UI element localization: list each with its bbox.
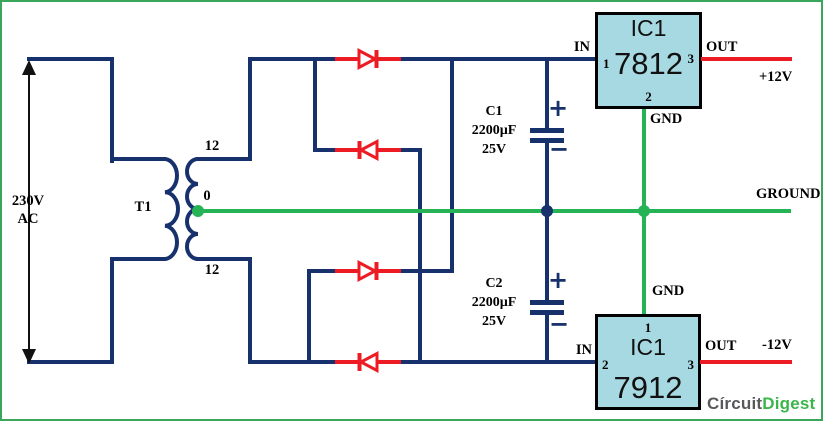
regulator-7912: 1 IC1 7912 2 3	[595, 314, 701, 410]
secondary-tap-center-label: 0	[203, 188, 211, 204]
ic1-part: 7812	[614, 46, 683, 81]
wire-secondary-bottom-riser	[248, 257, 252, 364]
wire-d3-left	[307, 269, 339, 273]
ic2-gnd-label: GND	[652, 283, 685, 299]
ic2-pin-out: 3	[687, 357, 695, 372]
positive-output-label: +12V	[759, 69, 793, 85]
wire-primary-top	[27, 57, 114, 61]
c2-plus-sign: +	[548, 266, 569, 294]
wire-d2-right	[397, 148, 422, 152]
ic1-out-label: OUT	[706, 39, 738, 55]
ic1-gnd-label: GND	[650, 111, 683, 127]
ic1-pin-in: 1	[603, 56, 610, 71]
ground-label: GROUND	[756, 186, 821, 202]
ic2-pin-gnd: 1	[644, 320, 652, 335]
wire-d2-feed	[313, 57, 317, 152]
source-type-label: AC	[17, 211, 39, 227]
circuitdigest-logo: CírcuitDigest	[707, 394, 815, 414]
secondary-tap-bottom-label: 12	[204, 262, 220, 278]
voltage-arrow-line	[28, 64, 30, 352]
c2-plate-top	[530, 300, 564, 305]
c2-voltage: 25V	[481, 314, 507, 329]
wire-d3-right	[397, 269, 454, 273]
wire-negative-bus	[418, 148, 422, 364]
c1-name: C1	[485, 104, 503, 119]
ic1-pin-gnd: 2	[645, 89, 652, 104]
negative-output-label: -12V	[762, 337, 792, 353]
c1-plate-top	[530, 128, 564, 133]
wire-top-rail-left	[248, 57, 337, 61]
c1-plate-bottom	[530, 138, 564, 143]
wire-ground-horizontal	[199, 209, 791, 213]
wire-bottom-rail-right	[397, 360, 597, 364]
wire-negative-output	[700, 360, 792, 364]
logo-digest-text: Digest	[762, 394, 816, 413]
ic2-out-label: OUT	[705, 338, 737, 354]
wire-c2-top	[545, 209, 549, 301]
ic1-name: IC1	[630, 15, 667, 41]
ic1-in-label: IN	[573, 39, 590, 55]
c1-minus-sign: −	[549, 135, 570, 163]
diode-d1	[335, 48, 401, 70]
transformer-name-label: T1	[134, 199, 152, 215]
c1-plus-sign: +	[548, 94, 569, 122]
wire-positive-bus	[450, 57, 454, 273]
regulator-ground-junction-dot	[638, 205, 650, 217]
arrow-up-icon	[22, 60, 36, 75]
wire-bottom-rail-left	[248, 360, 339, 364]
wire-primary-left-lower	[110, 257, 114, 364]
ic2-pin-in: 2	[602, 357, 609, 372]
transformer-primary-coil	[164, 157, 180, 261]
wire-top-rail-right	[397, 57, 597, 61]
wire-d2-left	[313, 148, 339, 152]
arrow-down-icon	[22, 349, 36, 364]
center-tap-junction-dot	[192, 205, 204, 217]
diode-d2	[335, 139, 401, 161]
diode-d4	[335, 351, 401, 373]
ic1-pin-out: 3	[687, 51, 695, 66]
wire-primary-coil-top	[110, 157, 166, 161]
capacitor-ground-junction-dot	[541, 205, 553, 217]
wire-secondary-bottom	[196, 257, 252, 261]
wire-primary-left-upper	[110, 57, 114, 163]
wire-secondary-top	[196, 157, 252, 161]
ic2-name: IC1	[630, 334, 666, 360]
ic2-part: 7912	[613, 370, 683, 405]
c2-minus-sign: −	[549, 310, 570, 338]
c2-label-block: C2 2200µF 25V	[462, 274, 526, 331]
wire-c2-bottom	[545, 315, 549, 364]
c2-name: C2	[485, 276, 503, 291]
wire-c1-bottom	[545, 143, 549, 213]
wire-primary-bottom	[27, 360, 114, 364]
secondary-tap-top-label: 12	[204, 138, 220, 154]
ic2-in-label: IN	[575, 342, 592, 358]
source-voltage-label: 230V	[11, 193, 45, 209]
wire-primary-coil-bottom	[110, 257, 166, 261]
wire-c1-top	[545, 57, 549, 129]
c1-voltage: 25V	[481, 142, 507, 157]
wire-positive-output	[701, 57, 792, 61]
c1-label-block: C1 2200µF 25V	[462, 102, 526, 159]
diode-d3	[335, 260, 401, 282]
c2-capacitance: 2200µF	[471, 295, 517, 310]
wire-secondary-top-riser	[248, 57, 252, 161]
c2-plate-bottom	[530, 310, 564, 315]
regulator-7812: IC1 7812 1 3 2	[595, 12, 702, 109]
c1-capacitance: 2200µF	[471, 123, 517, 138]
wire-d3-feed	[307, 269, 311, 364]
logo-circuit-text: Círcuit	[707, 394, 763, 413]
